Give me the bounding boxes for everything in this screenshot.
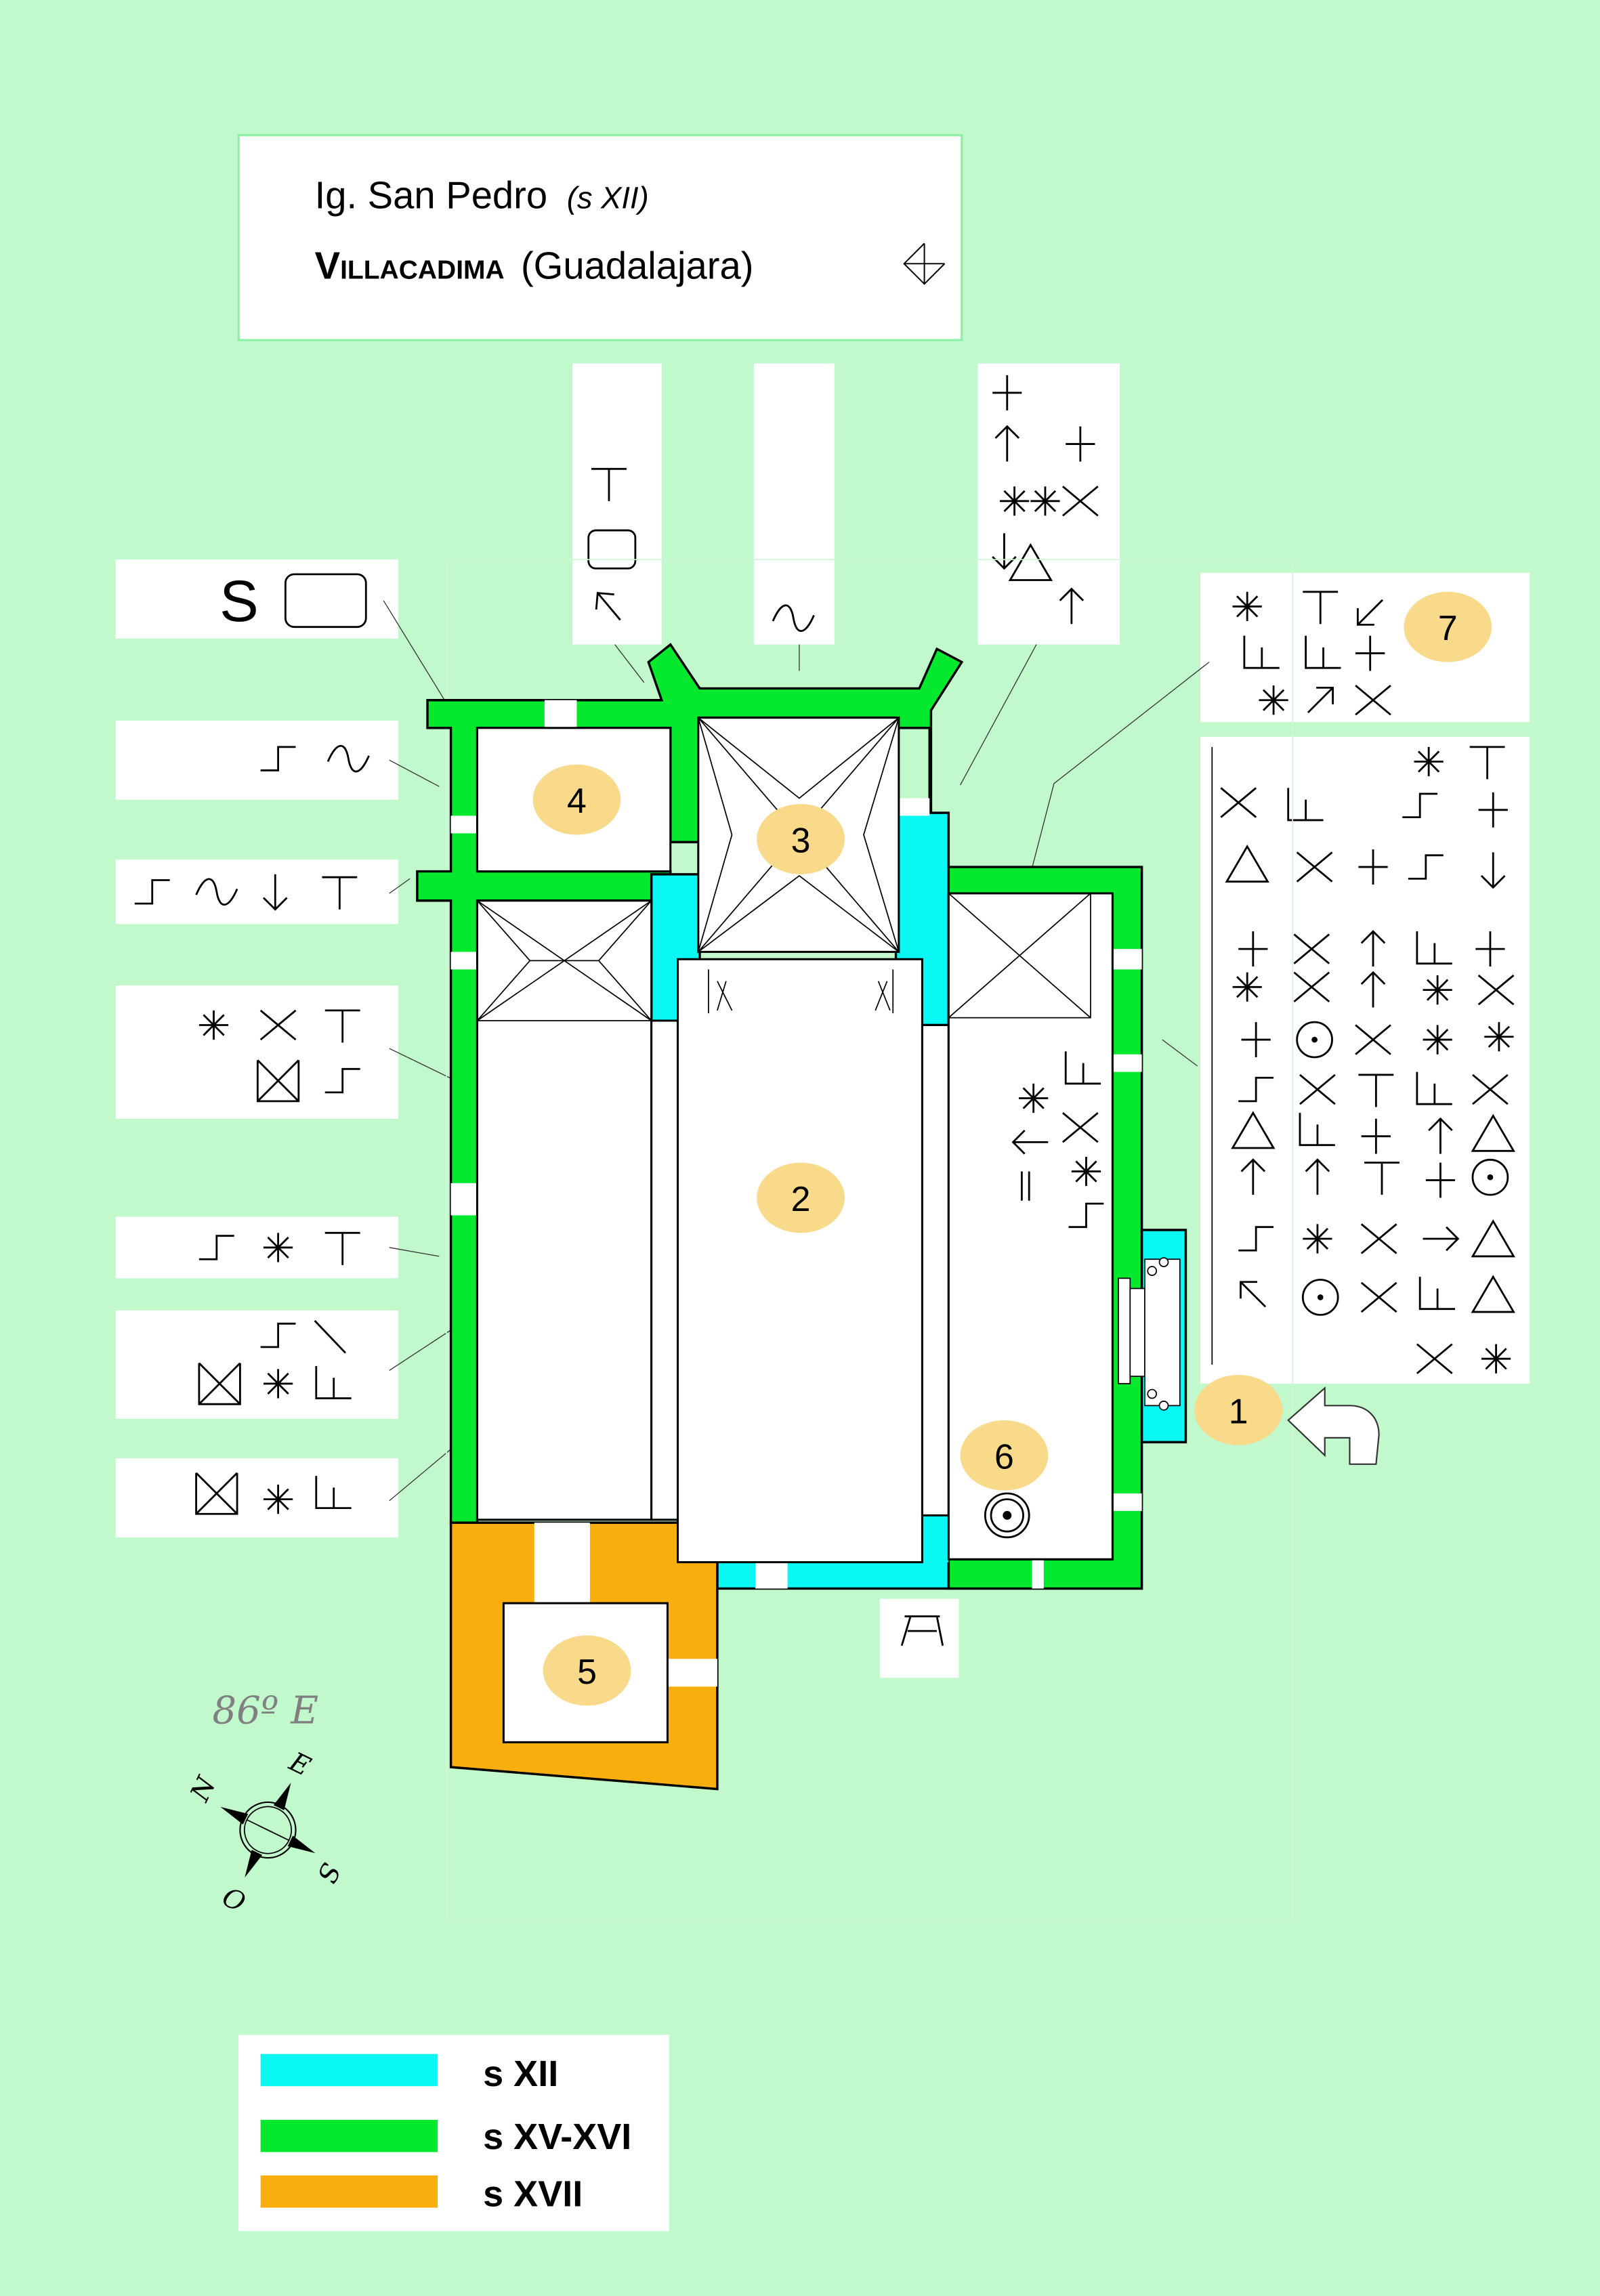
- room-2-marks: [708, 969, 894, 1014]
- graffiti-panel-west-6: [115, 1310, 398, 1419]
- room-left-nave: [476, 899, 653, 1521]
- badge-3: 3: [757, 804, 845, 874]
- graffiti-panel-south: [879, 1598, 959, 1678]
- legend-item-s-xvii: s XVII: [260, 2173, 583, 2214]
- baptismal-font-icon: [984, 1492, 1030, 1539]
- badge-2: 2: [757, 1162, 845, 1233]
- svg-text:4: 4: [567, 781, 587, 820]
- badge-1: 1: [1194, 1374, 1283, 1445]
- century-label: (s XII): [567, 181, 649, 215]
- left-vault: [476, 899, 652, 1021]
- left-aisle: [650, 1019, 679, 1521]
- graffiti-panels: S: [115, 242, 1530, 1678]
- building: [416, 643, 1187, 1791]
- room-badges: 1 2 3 4 5 6 7: [532, 591, 1492, 1706]
- graffiti-panel-west-7: [115, 1458, 398, 1537]
- door-openings: [450, 700, 1142, 1687]
- svg-text:s XVII: s XVII: [483, 2173, 583, 2214]
- graffiti-panel-north-3: [903, 242, 1120, 645]
- church-name: Ig. San Pedro: [315, 174, 548, 217]
- svg-text:2: 2: [791, 1179, 811, 1218]
- graffiti-panel-west-3: [115, 859, 398, 924]
- graffiti-panel-north-1: [572, 363, 662, 645]
- legend-item-s-xii: s XII: [260, 2054, 558, 2094]
- svg-text:6: 6: [994, 1437, 1014, 1476]
- badge-5: 5: [543, 1635, 631, 1706]
- province-name: (Guadalajara): [521, 244, 753, 286]
- badge-6: 6: [960, 1420, 1049, 1491]
- legend: s XII s XV-XVI s XVII: [238, 2035, 669, 2232]
- right-aisle: [921, 1023, 950, 1516]
- legend-item-s-xv-xvi: s XV-XVI: [260, 2117, 631, 2157]
- compass-rose: 86º E N E S O: [184, 1688, 345, 1917]
- town-name: Villacadima: [315, 244, 505, 286]
- svg-text:Villacadima (Guadalajara: Villacadima (Guadalajara): [315, 244, 754, 286]
- bearing-label: 86º E: [212, 1688, 318, 1732]
- graffiti-panel-west-5: [115, 1216, 398, 1279]
- svg-text:s XII: s XII: [483, 2054, 558, 2094]
- badge-7: 7: [1404, 591, 1492, 662]
- svg-text:1: 1: [1229, 1391, 1248, 1430]
- svg-text:5: 5: [577, 1652, 597, 1691]
- badge-4: 4: [532, 764, 621, 835]
- svg-text:3: 3: [791, 820, 811, 859]
- graffiti-panel-east-1: [1200, 736, 1530, 1384]
- graffiti-panel-west-2: [115, 720, 398, 800]
- title-box: Ig. San Pedro (s XII) Villacadima (Guada…: [237, 133, 963, 341]
- leader-lines: [383, 559, 1294, 1921]
- svg-text:7: 7: [1438, 608, 1458, 647]
- graffiti-panel-west-1: S: [115, 559, 398, 639]
- graffiti-panel-west-4: [115, 985, 398, 1119]
- entrance-steps: [1118, 1257, 1181, 1411]
- svg-text:S: S: [219, 569, 259, 634]
- room-6-graffiti: [1012, 1050, 1105, 1229]
- graffiti-panel-north-2: [753, 363, 835, 645]
- svg-text:Ig. San Pedro (s XII): Ig. San Pedro (s XII): [315, 174, 649, 217]
- room-6-vault: [948, 893, 1091, 1019]
- entrance-arrow-icon: [1287, 1386, 1380, 1465]
- room-2: [677, 958, 923, 1564]
- svg-text:s XV-XVI: s XV-XVI: [483, 2117, 631, 2157]
